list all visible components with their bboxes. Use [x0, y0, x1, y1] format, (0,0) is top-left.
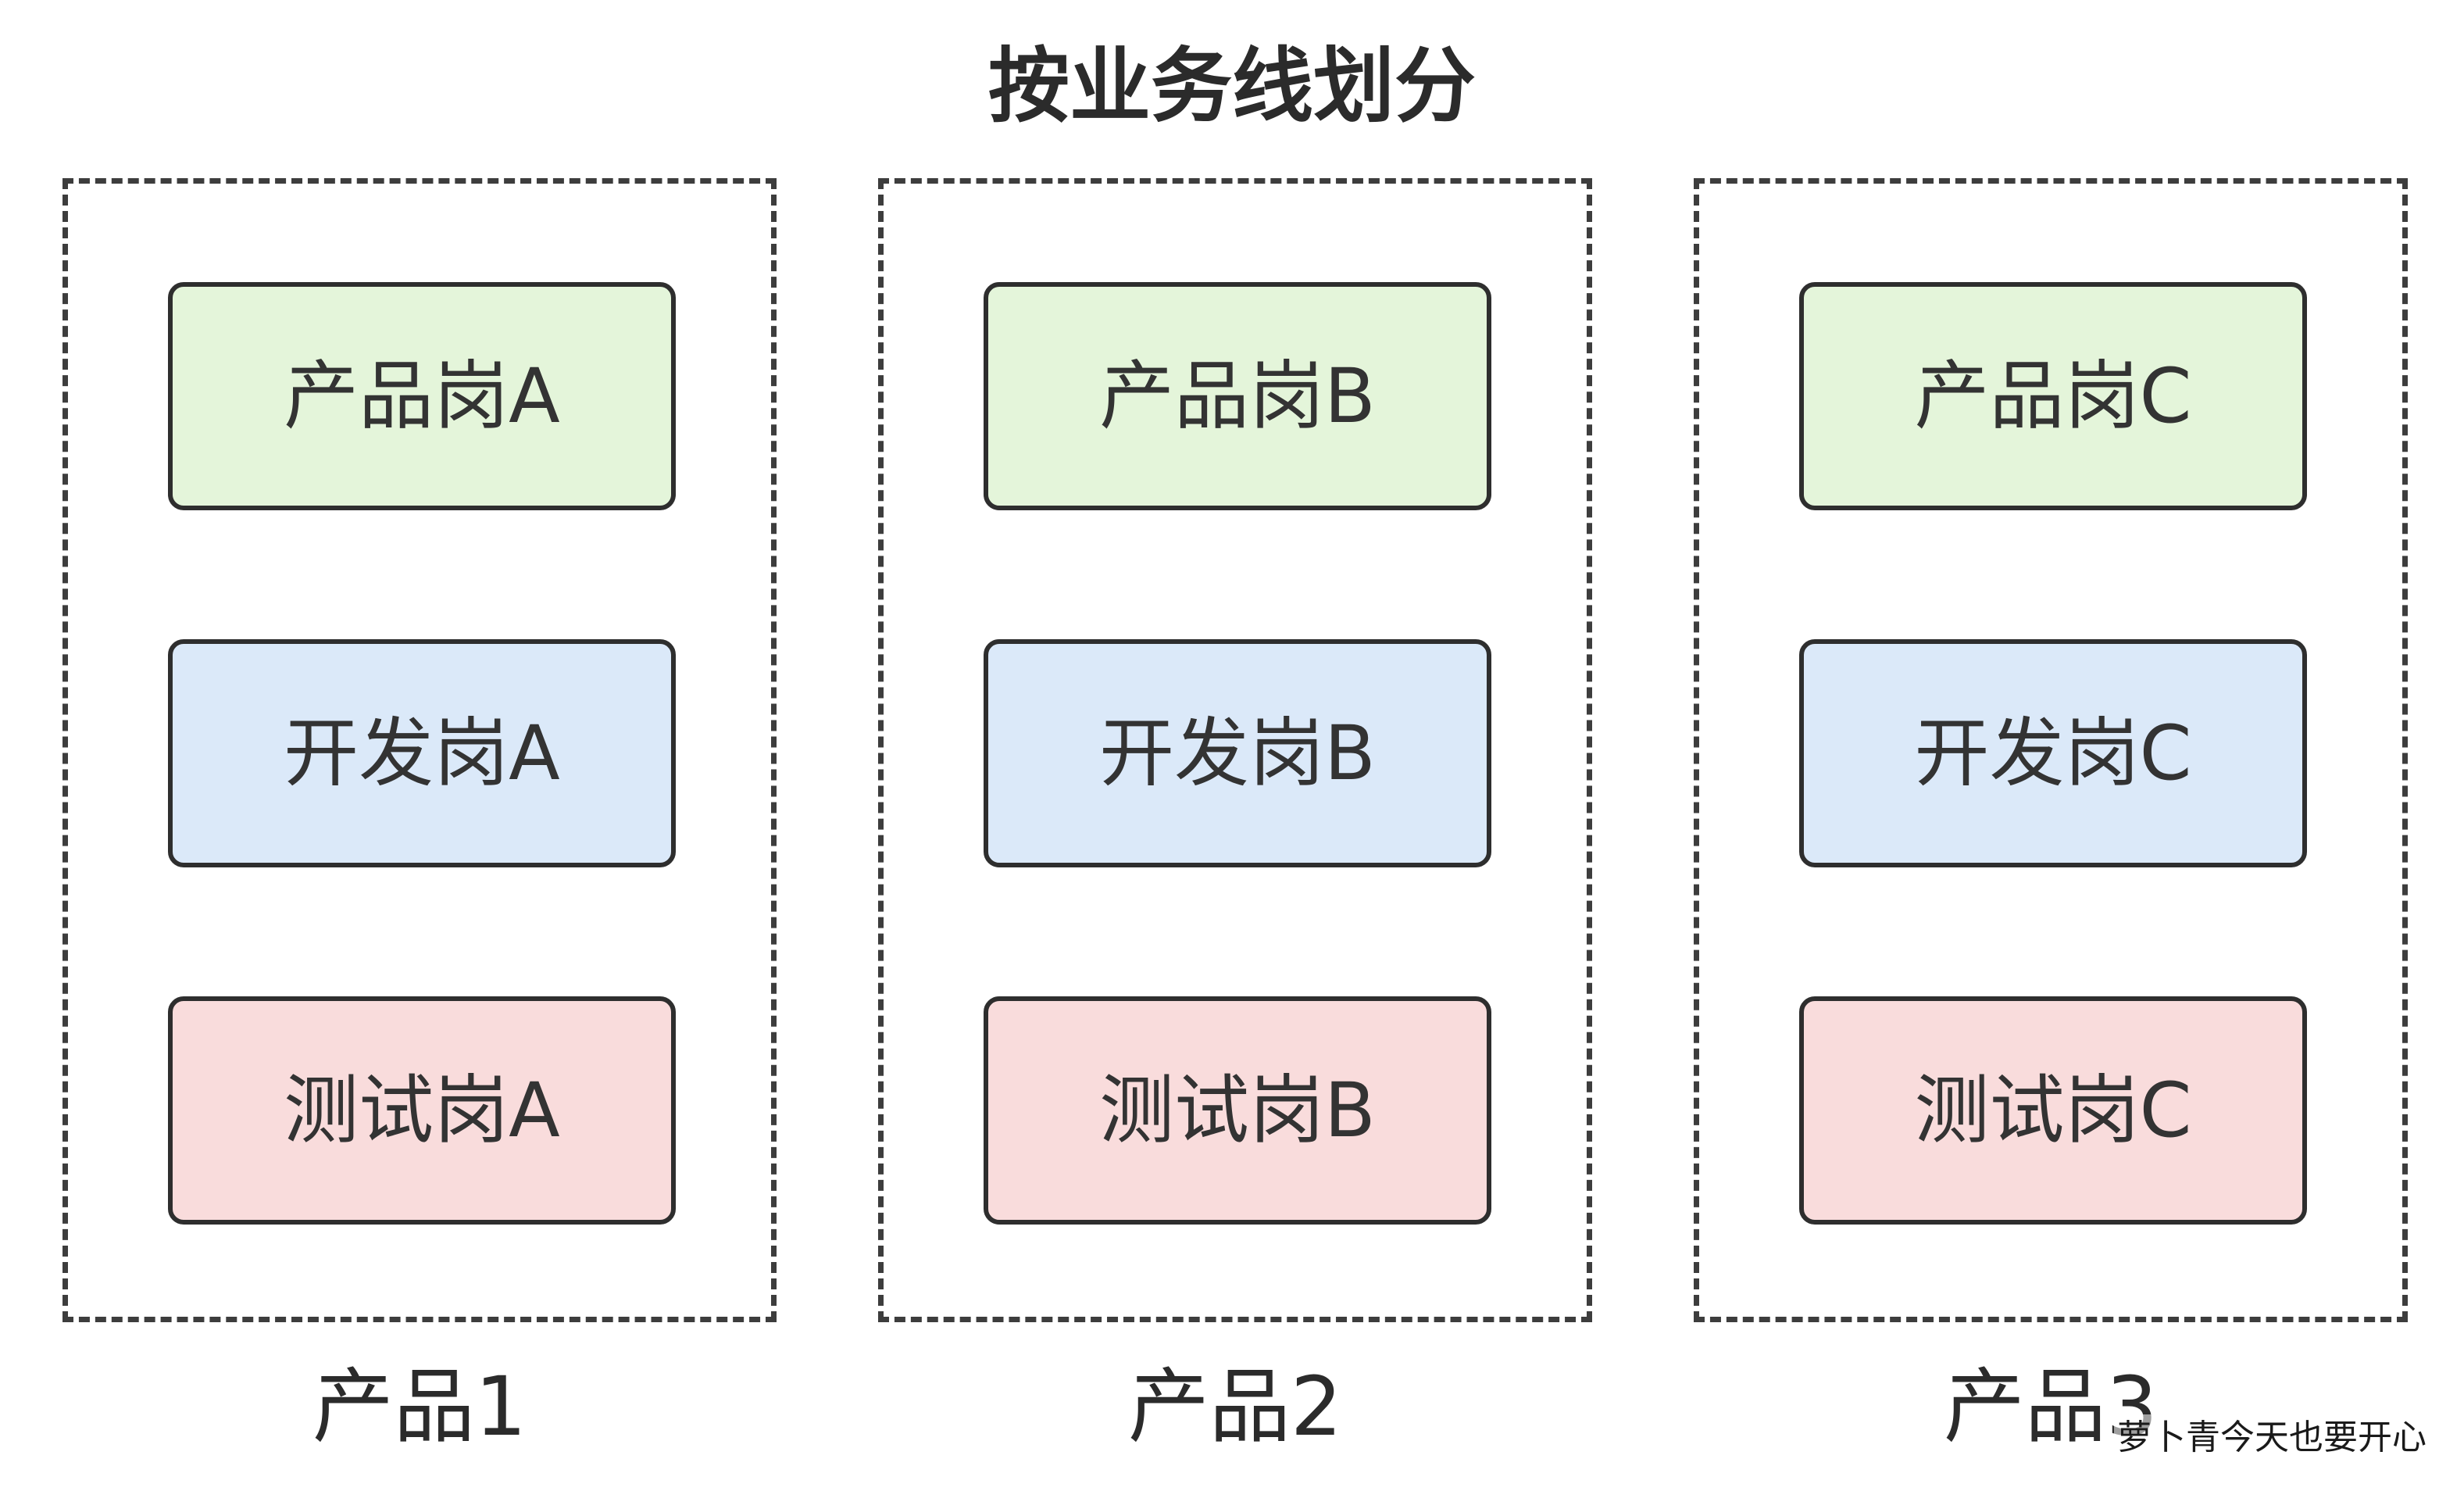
- product-group-2-label: 产品2: [1127, 1359, 1343, 1454]
- product-role-box: 产品岗B: [984, 282, 1491, 510]
- product-role-box: 产品岗C: [1799, 282, 2307, 510]
- product-role-box: 产品岗A: [168, 282, 676, 510]
- test-role-box: 测试岗C: [1799, 996, 2307, 1225]
- product-group-1: 产品岗A 开发岗A 测试岗A: [62, 178, 777, 1322]
- product-group-3: 产品岗C 开发岗C 测试岗C: [1694, 178, 2408, 1322]
- watermark-text: 萝卜青今天也要开心: [2114, 1414, 2430, 1461]
- dev-role-box: 开发岗C: [1799, 639, 2307, 867]
- test-role-box: 测试岗B: [984, 996, 1491, 1225]
- product-group-1-label: 产品1: [312, 1359, 527, 1454]
- dev-role-box: 开发岗A: [168, 639, 676, 867]
- product-group-2: 产品岗B 开发岗B 测试岗B: [878, 178, 1592, 1322]
- diagram-title: 按业务线划分: [987, 38, 1476, 134]
- test-role-box: 测试岗A: [168, 996, 676, 1225]
- dev-role-box: 开发岗B: [984, 639, 1491, 867]
